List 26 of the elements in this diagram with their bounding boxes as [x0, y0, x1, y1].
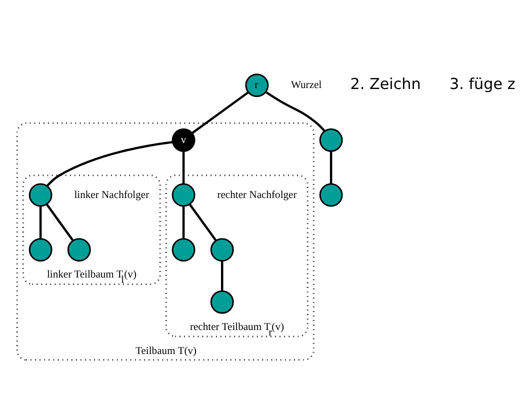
connector	[188, 203, 217, 241]
node-circle	[319, 182, 343, 206]
connector	[265, 90, 326, 132]
node-circle	[28, 182, 52, 206]
node-label: rechter Nachfolger	[217, 189, 297, 200]
connector	[182, 206, 185, 238]
node-circle: r	[245, 73, 269, 97]
connector	[221, 260, 224, 291]
node-circle	[319, 128, 343, 152]
node-circle	[210, 238, 234, 262]
node-circle: v	[172, 128, 196, 152]
node-circle	[67, 238, 91, 262]
node-circle	[172, 238, 196, 262]
connector	[192, 90, 249, 134]
connector	[46, 203, 74, 241]
node-circle	[28, 238, 52, 262]
node-circle	[172, 182, 196, 206]
connector	[182, 150, 185, 184]
node-label: Wurzel	[290, 80, 322, 91]
node-circle	[210, 290, 234, 314]
connector	[39, 206, 42, 238]
label: 3. füge z	[449, 74, 516, 93]
node-label: linker Nachfolger	[74, 189, 150, 200]
connector	[46, 140, 173, 186]
connector	[330, 150, 332, 184]
label: 2. Zeichn	[350, 74, 421, 93]
